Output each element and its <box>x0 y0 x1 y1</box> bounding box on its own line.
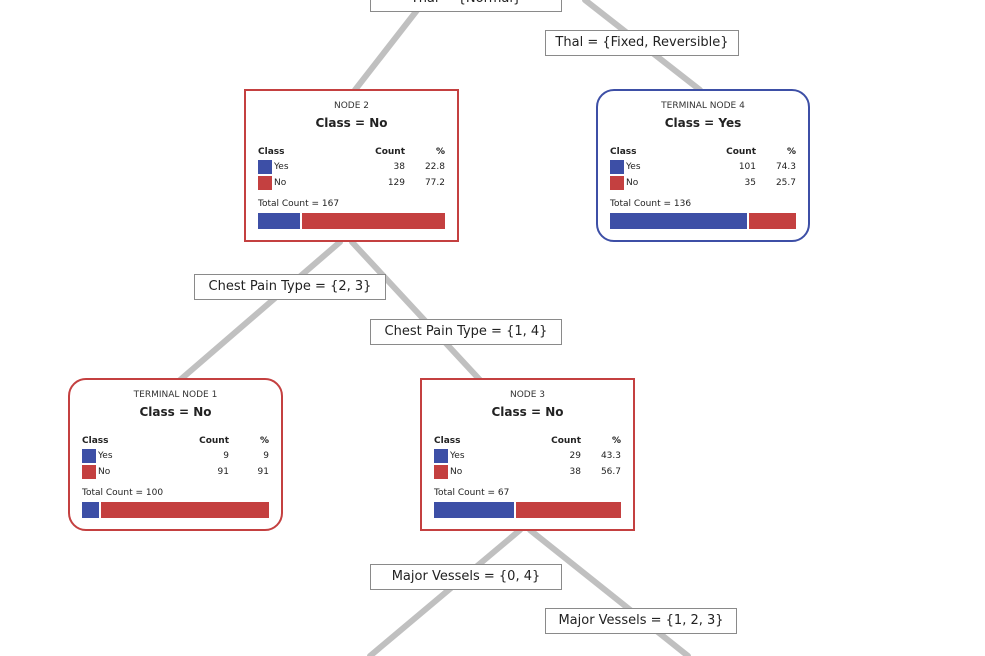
no-label: No <box>98 467 111 477</box>
header-count: Count <box>375 147 405 157</box>
yes-pct: 74.3 <box>775 162 796 172</box>
yes-swatch <box>610 160 624 174</box>
yes-label: Yes <box>274 162 289 172</box>
class-proportion-bar <box>82 502 269 518</box>
yes-pct: 43.3 <box>600 451 621 461</box>
class-proportion-bar <box>610 213 796 229</box>
total-count: Total Count = 136 <box>610 199 692 209</box>
row-yes: Yes 29 43.3 <box>434 448 621 464</box>
bar-no <box>516 502 621 518</box>
row-yes: Yes 9 9 <box>82 448 269 464</box>
bar-no <box>302 213 445 229</box>
terminal-node-1[interactable]: TERMINAL NODE 1 Class = No Class Count% Y… <box>68 378 283 531</box>
row-no: No 91 91 <box>82 464 269 480</box>
no-pct: 56.7 <box>600 467 621 477</box>
yes-count: 29 <box>569 451 581 461</box>
node-2[interactable]: NODE 2 Class = No Class Count% Yes 38 22.8 … <box>244 89 459 242</box>
class-proportion-bar <box>258 213 445 229</box>
node-title: NODE 2 <box>333 101 370 111</box>
class-table: Class Count% Yes 9 9 No 91 91 <box>82 434 269 480</box>
header-count: Count <box>551 436 581 446</box>
bar-no <box>100 502 269 518</box>
no-label: No <box>450 467 463 477</box>
header-pct: % <box>259 436 269 446</box>
no-label: No <box>626 178 639 188</box>
class-table: Class Count% Yes 29 43.3 No 38 56.7 <box>434 434 621 480</box>
row-yes: Yes 101 74.3 <box>610 159 796 175</box>
yes-swatch <box>434 449 448 463</box>
total-count: Total Count = 100 <box>82 488 164 498</box>
no-count: 35 <box>744 178 756 188</box>
split-label-major-vessels-1-2-3: Major Vessels = {1, 2, 3} <box>545 608 737 634</box>
row-yes: Yes 38 22.8 <box>258 159 445 175</box>
no-pct: 91 <box>257 467 269 477</box>
yes-swatch <box>82 449 96 463</box>
node-title: TERMINAL NODE 1 <box>133 390 218 400</box>
node-title: TERMINAL NODE 4 <box>661 101 745 111</box>
edge-node2-tnode1 <box>177 239 343 383</box>
header-pct: % <box>435 147 445 157</box>
split-label-thal-fixed-reversible: Thal = {Fixed, Reversible} <box>545 30 739 56</box>
edge-node3-right <box>527 527 691 656</box>
header-class: Class <box>258 147 285 157</box>
header-class: Class <box>82 436 109 446</box>
yes-label: Yes <box>98 451 113 461</box>
yes-count: 38 <box>393 162 405 172</box>
no-label: No <box>274 178 287 188</box>
yes-count: 9 <box>223 451 229 461</box>
class-proportion-bar <box>434 502 621 518</box>
total-count: Total Count = 67 <box>434 488 510 498</box>
bar-yes <box>610 213 747 229</box>
edge-root-node2 <box>352 0 428 93</box>
no-pct: 77.2 <box>424 178 445 188</box>
no-swatch <box>434 465 448 479</box>
edge-node3-left <box>367 527 523 656</box>
node-3[interactable]: NODE 3 Class = No Class Count% Yes 29 43.3 … <box>420 378 635 531</box>
yes-label: Yes <box>450 451 465 461</box>
yes-pct: 22.8 <box>424 162 445 172</box>
node-class: Class = No <box>139 405 212 419</box>
header-pct: % <box>786 147 796 157</box>
node-class: Class = No <box>491 405 564 419</box>
yes-label: Yes <box>626 162 641 172</box>
bar-yes <box>82 502 99 518</box>
row-no: No 129 77.2 <box>258 175 445 191</box>
bar-no <box>748 213 796 229</box>
no-swatch <box>610 176 624 190</box>
yes-swatch <box>258 160 272 174</box>
yes-pct: 9 <box>263 451 269 461</box>
class-table: Class Count% Yes 101 74.3 No 35 25.7 <box>610 145 796 191</box>
total-count: Total Count = 167 <box>258 199 340 209</box>
edge-node2-node3 <box>349 239 483 383</box>
class-table: Class Count% Yes 38 22.8 No 129 77.2 <box>258 145 445 191</box>
no-count: 38 <box>569 467 581 477</box>
no-pct: 25.7 <box>775 178 796 188</box>
bar-yes <box>258 213 301 229</box>
no-swatch <box>82 465 96 479</box>
split-label-major-vessels-0-4: Major Vessels = {0, 4} <box>370 564 562 590</box>
no-count: 91 <box>217 467 229 477</box>
no-count: 129 <box>387 178 405 188</box>
node-title: NODE 3 <box>509 390 546 400</box>
node-class: Class = No <box>315 116 388 130</box>
row-no: No 35 25.7 <box>610 175 796 191</box>
yes-count: 101 <box>738 162 756 172</box>
header-count: Count <box>726 147 756 157</box>
bar-yes <box>434 502 515 518</box>
split-label-chest-pain-1-4: Chest Pain Type = {1, 4} <box>370 319 562 345</box>
header-pct: % <box>611 436 621 446</box>
header-class: Class <box>610 147 637 157</box>
header-count: Count <box>199 436 229 446</box>
node-class: Class = Yes <box>664 116 742 130</box>
split-label-chest-pain-2-3: Chest Pain Type = {2, 3} <box>194 274 386 300</box>
header-class: Class <box>434 436 461 446</box>
terminal-node-4[interactable]: TERMINAL NODE 4 Class = Yes Class Count% … <box>596 89 810 242</box>
no-swatch <box>258 176 272 190</box>
split-label-thal-normal: Thal = {Normal} <box>370 0 562 12</box>
row-no: No 38 56.7 <box>434 464 621 480</box>
